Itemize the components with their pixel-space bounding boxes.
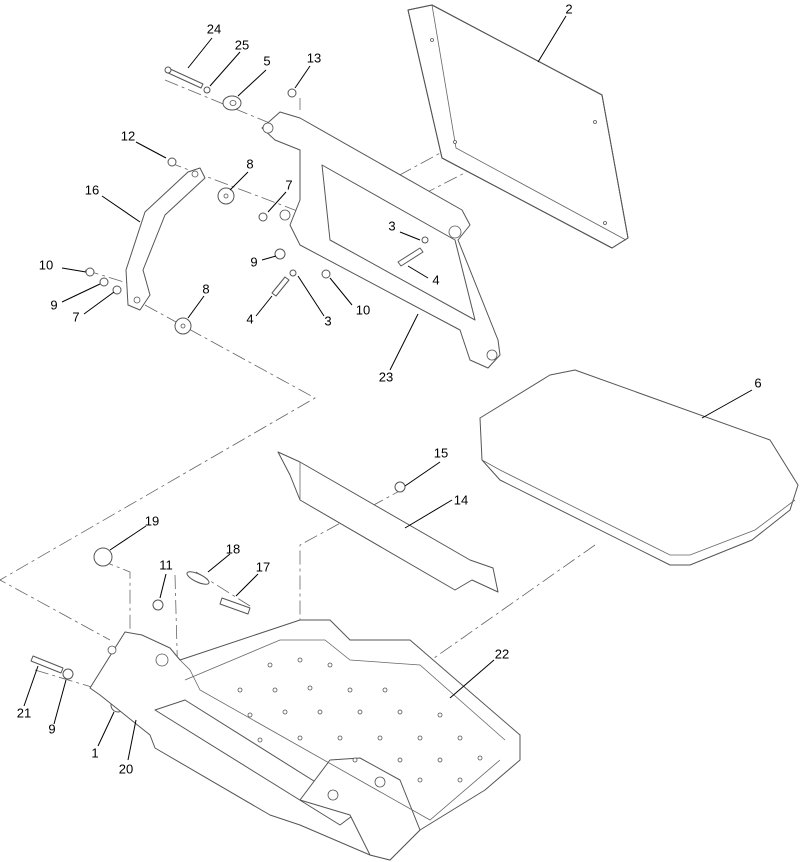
- channel-part-14: [277, 451, 499, 593]
- callout-1: 1: [91, 745, 98, 760]
- callout-13: 13: [307, 50, 321, 65]
- callout-9-lower: 9: [48, 721, 55, 736]
- platform-holes: [237, 657, 483, 783]
- callout-8-lower: 8: [202, 281, 209, 296]
- platform-frame-part-22: [89, 619, 521, 861]
- callout-3-mid: 3: [324, 313, 331, 328]
- callout-16: 16: [85, 182, 99, 197]
- callout-25: 25: [235, 37, 249, 52]
- callout-14: 14: [454, 492, 468, 507]
- callout-11: 11: [159, 557, 173, 572]
- bracket-part-23: [261, 111, 501, 369]
- pad-part-2: [407, 4, 629, 249]
- callout-10-mid: 10: [356, 302, 370, 317]
- callout-9-left: 9: [50, 297, 57, 312]
- callout-20: 20: [119, 761, 133, 776]
- callout-9-mid: 9: [250, 254, 257, 269]
- callout-17: 17: [256, 559, 270, 574]
- callout-19: 19: [145, 513, 159, 528]
- callout-4-right: 4: [432, 272, 439, 287]
- callout-21: 21: [17, 705, 31, 720]
- callout-22: 22: [495, 646, 509, 661]
- callout-6: 6: [754, 375, 761, 390]
- callout-labels: 24 25 5 13 2 12 8 7 16 3 4 10 9 7 9 4 3 …: [17, 1, 762, 776]
- callout-4-mid: 4: [246, 311, 253, 326]
- hardware: [85, 66, 429, 335]
- callout-18: 18: [226, 541, 240, 556]
- curved-bracket-part-16: [125, 167, 206, 311]
- callout-3-right: 3: [388, 218, 395, 233]
- callout-7-upper: 7: [285, 177, 292, 192]
- callout-10-left: 10: [39, 257, 53, 272]
- leader-lines: [23, 15, 753, 761]
- callout-23: 23: [379, 369, 393, 384]
- callout-15: 15: [434, 445, 448, 460]
- callout-12: 12: [121, 128, 135, 143]
- callout-8-upper: 8: [246, 156, 253, 171]
- callout-24: 24: [207, 21, 221, 36]
- callout-7-left: 7: [72, 309, 79, 324]
- callout-2: 2: [565, 1, 572, 16]
- callout-5: 5: [263, 53, 270, 68]
- footplate-pad-part-6: [479, 369, 799, 566]
